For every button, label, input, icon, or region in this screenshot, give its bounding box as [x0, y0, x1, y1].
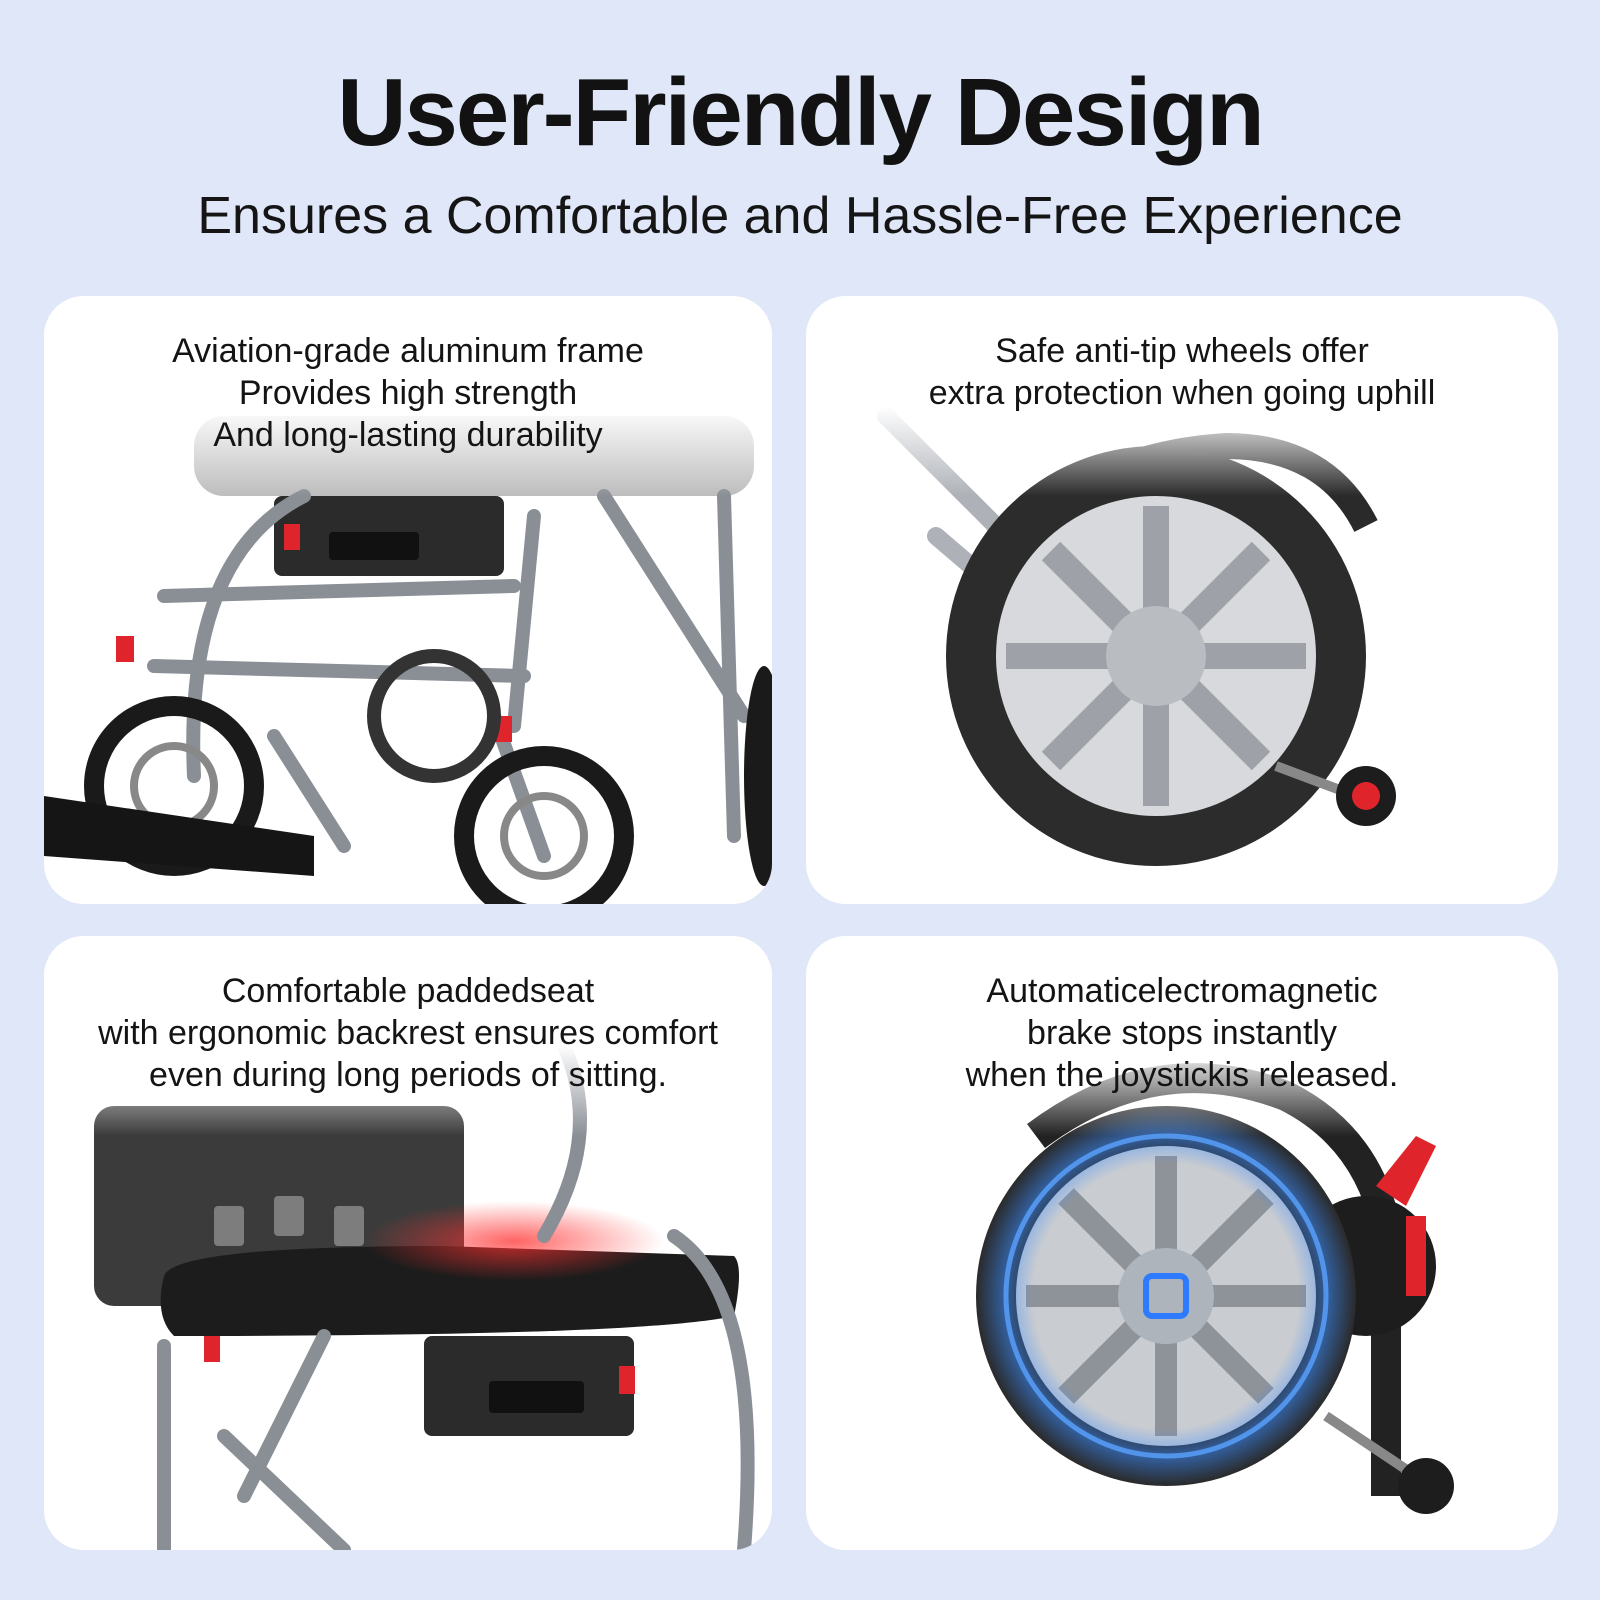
- feature-caption: Safe anti-tip wheels offer extra protect…: [806, 330, 1558, 414]
- feature-card-frame: Aviation-grade aluminum frame Provides h…: [44, 296, 772, 904]
- page-title: User-Friendly Design: [337, 59, 1265, 166]
- caption-line: with ergonomic backrest ensures comfort: [98, 1014, 718, 1052]
- caption-line: extra protection when going uphill: [928, 374, 1436, 412]
- rear-wheel-image: [877, 407, 1396, 866]
- feature-card-brake: Automaticelectromagnetic brake stops ins…: [806, 936, 1558, 1550]
- page-subtitle: Ensures a Comfortable and Hassle-Free Ex…: [197, 187, 1403, 245]
- caption-line: Safe anti-tip wheels offer: [995, 332, 1369, 370]
- caption-fade: [44, 936, 772, 1136]
- caption-line: brake stops instantly: [1027, 1014, 1337, 1052]
- feature-caption: Aviation-grade aluminum frame Provides h…: [44, 330, 772, 456]
- caption-line: Comfortable paddedseat: [221, 972, 595, 1010]
- feature-card-anti-tip: Safe anti-tip wheels offer extra protect…: [806, 296, 1558, 904]
- caption-fade: [44, 296, 772, 496]
- caption-fade: [806, 936, 1558, 1136]
- feature-caption: Comfortable paddedseat with ergonomic ba…: [44, 970, 772, 1096]
- caption-fade: [806, 296, 1558, 496]
- caption-line: Aviation-grade aluminum frame: [172, 332, 644, 370]
- feature-caption: Automaticelectromagnetic brake stops ins…: [806, 970, 1558, 1096]
- caption-line: And long-lasting durability: [213, 416, 603, 454]
- caption-line: Provides high strength: [238, 374, 578, 412]
- caption-line: when the joystickis released.: [965, 1056, 1399, 1094]
- feature-card-seat: Comfortable paddedseat with ergonomic ba…: [44, 936, 772, 1550]
- caption-line: Automaticelectromagnetic: [986, 972, 1378, 1010]
- padded-seat-image: [94, 1039, 755, 1550]
- caption-line: even during long periods of sitting.: [149, 1056, 667, 1094]
